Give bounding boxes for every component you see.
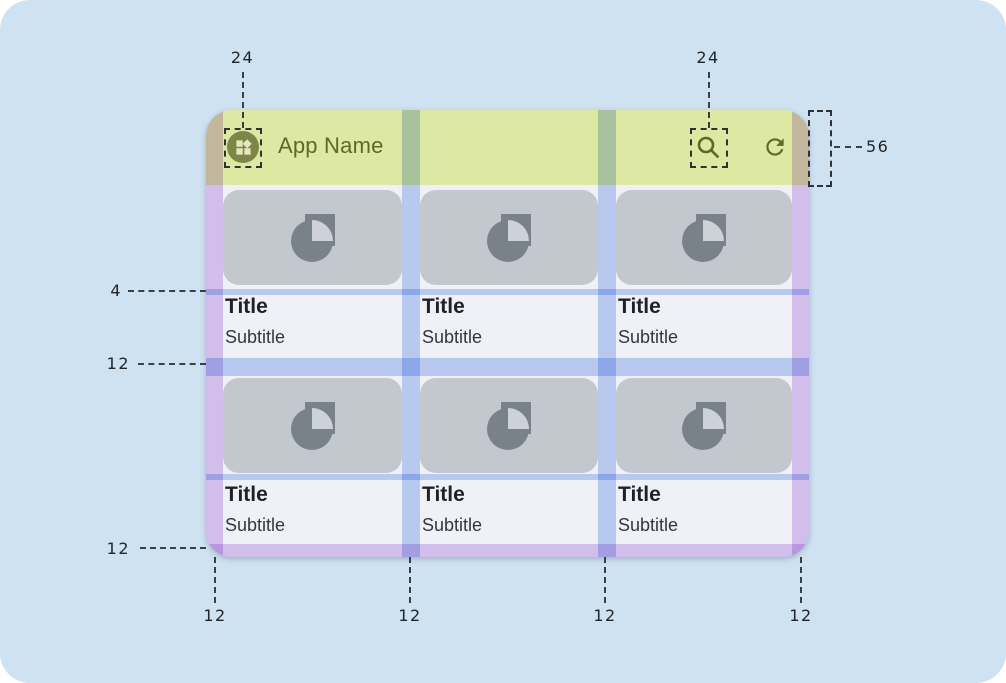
card-image[interactable] [223, 378, 402, 473]
card-title: Title [422, 483, 465, 506]
card-title: Title [225, 483, 268, 506]
annotation-leader-line [708, 72, 710, 128]
annotation-leader-line [138, 363, 206, 365]
media-placeholder-icon [290, 213, 335, 262]
annotation-action-icon-size: 24 [696, 48, 720, 67]
card-title: Title [618, 295, 661, 318]
media-placeholder-icon [290, 401, 335, 450]
gap-overlay-4dp-row1 [206, 289, 809, 295]
card-subtitle: Subtitle [618, 327, 679, 347]
annotation-row-gap: 12 [106, 354, 130, 373]
annotation-leader-line [800, 557, 802, 603]
card-text: Title Subtitle [225, 483, 285, 536]
annotation-image-text-gap: 4 [110, 281, 122, 300]
card-image[interactable] [223, 190, 402, 285]
annotation-leader-line [834, 146, 862, 148]
card-subtitle: Subtitle [422, 327, 483, 347]
annotation-box-search-icon [690, 128, 728, 168]
media-placeholder-icon [682, 401, 726, 450]
gap-overlay-4dp-row2 [206, 474, 809, 480]
annotation-leader-line [604, 557, 606, 603]
app-title: App Name [278, 133, 384, 158]
gap-overlay-12dp-rows [206, 358, 809, 376]
search-icon[interactable] [693, 132, 723, 162]
card-title: Title [618, 483, 661, 506]
annotation-leader-line [140, 547, 206, 549]
annotation-column-gap: 12 [203, 606, 227, 625]
annotation-bottom-margin: 12 [106, 539, 130, 558]
card-text: Title Subtitle [422, 483, 482, 536]
annotation-column-gap: 12 [398, 606, 422, 625]
card-title: Title [225, 295, 268, 318]
card-subtitle: Subtitle [225, 515, 286, 535]
card-image[interactable] [420, 378, 598, 473]
media-placeholder-icon [682, 213, 726, 262]
card-image[interactable] [420, 190, 598, 285]
card-subtitle: Subtitle [225, 327, 286, 347]
card-text: Title Subtitle [618, 295, 678, 348]
annotation-box-app-icon [224, 128, 262, 168]
annotation-box-appbar-height [808, 110, 832, 187]
card-image[interactable] [616, 190, 792, 285]
widgets-icon [234, 138, 253, 157]
card-subtitle: Subtitle [618, 515, 679, 535]
media-placeholder-icon [487, 213, 531, 262]
app-logo-button[interactable] [227, 131, 259, 163]
annotation-leader-line [409, 557, 411, 603]
card-text: Title Subtitle [225, 295, 285, 348]
card-title: Title [422, 295, 465, 318]
annotation-appbar-height: 56 [866, 137, 890, 156]
annotation-leader-line [214, 557, 216, 603]
annotation-leader-line [128, 290, 206, 292]
annotation-column-gap: 12 [593, 606, 617, 625]
media-placeholder-icon [487, 401, 531, 450]
margin-overlay-bottom [206, 544, 809, 557]
card-text: Title Subtitle [422, 295, 482, 348]
annotation-app-icon-size: 24 [230, 48, 255, 67]
card-subtitle: Subtitle [422, 515, 483, 535]
annotation-leader-line [242, 72, 244, 128]
app-mockup-frame: App Name [206, 110, 809, 557]
card-image[interactable] [616, 378, 792, 473]
card-text: Title Subtitle [618, 483, 678, 536]
annotation-column-gap: 12 [789, 606, 813, 625]
refresh-icon[interactable] [762, 134, 788, 160]
